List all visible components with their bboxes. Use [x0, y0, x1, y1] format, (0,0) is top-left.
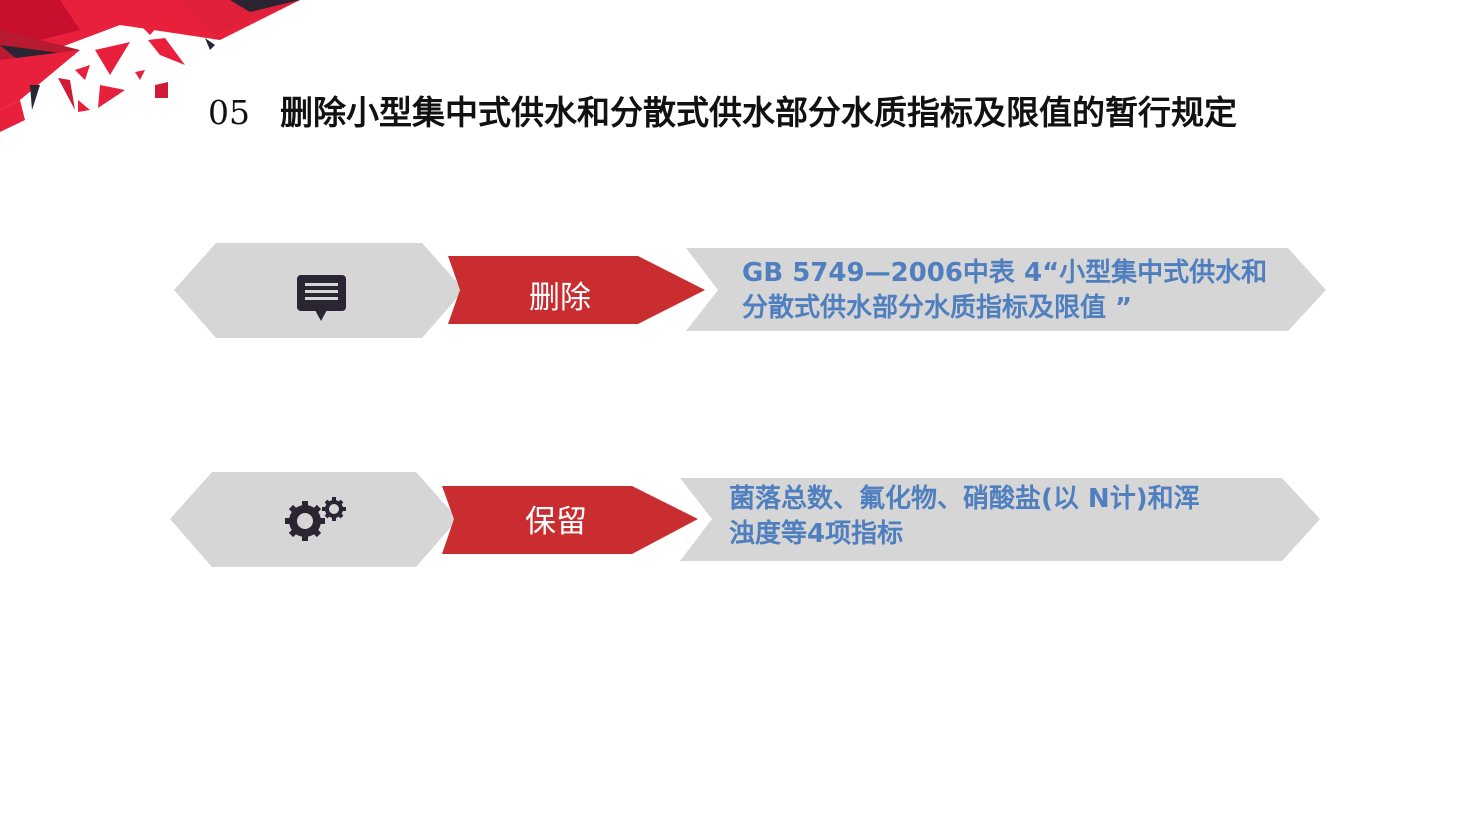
row-2-label-arrow	[442, 486, 698, 554]
row-2-description: 菌落总数、氟化物、硝酸盐(以 N计)和浑 浊度等4项指标	[729, 482, 1289, 552]
row-1-line-2: 分散式供水部分水质指标及限值 ”	[742, 293, 1133, 323]
row-2-line-2: 浊度等4项指标	[729, 519, 904, 549]
row-1-line-1: GB 5749—2006中表 4“小型集中式供水和	[742, 258, 1268, 288]
row-1-label-arrow	[448, 256, 705, 324]
row-1-description-arrow	[686, 248, 1326, 331]
section-number: 05	[208, 93, 250, 132]
decorative-polygons	[0, 0, 300, 132]
speech-bubble-icon	[297, 275, 346, 321]
row-1-description: GB 5749—2006中表 4“小型集中式供水和 分散式供水部分水质指标及限值…	[742, 256, 1302, 326]
row-2-label: 保留	[525, 504, 587, 540]
title-text: 删除小型集中式供水和分散式供水部分水质指标及限值的暂行规定	[280, 93, 1237, 132]
row-1-label: 删除	[529, 280, 591, 316]
row-2-description-arrow	[680, 478, 1320, 561]
slide-title: 05 删除小型集中式供水和分散式供水部分水质指标及限值的暂行规定	[208, 86, 1237, 134]
row-2-line-1: 菌落总数、氟化物、硝酸盐(以 N计)和浑	[729, 484, 1200, 514]
gears-icon	[285, 497, 346, 541]
